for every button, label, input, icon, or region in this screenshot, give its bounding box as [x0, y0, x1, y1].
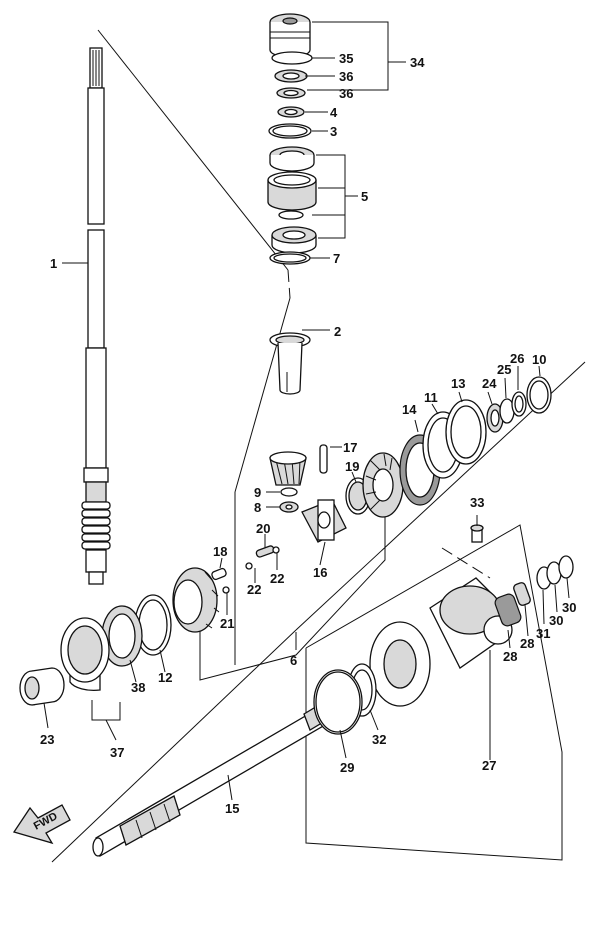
- callout-37: 37: [110, 745, 124, 760]
- callout-29: 29: [340, 760, 354, 775]
- fwd-arrow-icon: FWD: [12, 804, 71, 845]
- bearing-38: [101, 605, 143, 667]
- bevel-gear-forward: [362, 452, 404, 518]
- callout-36b: 36: [339, 86, 353, 101]
- callout-26: 26: [510, 351, 524, 366]
- callout-13: 13: [451, 376, 465, 391]
- callout-28a: 28: [503, 649, 517, 664]
- bolt-33: [470, 524, 484, 543]
- callout-5: 5: [361, 189, 368, 204]
- callout-18: 18: [213, 544, 227, 559]
- callout-12: 12: [158, 670, 172, 685]
- callout-35: 35: [339, 51, 353, 66]
- shaft-spring-coils: [81, 501, 111, 550]
- callout-numbers: 1 2 3 4 5 6 7 8 9 10 11 12 13 14 15 16 1…: [40, 51, 576, 816]
- callout-10: 10: [532, 352, 546, 367]
- callout-27: 27: [482, 758, 496, 773]
- callout-28b: 28: [520, 636, 534, 651]
- callout-23: 23: [40, 732, 54, 747]
- callout-21: 21: [220, 616, 234, 631]
- callout-11: 11: [424, 390, 438, 405]
- callout-31: 31: [536, 626, 550, 641]
- callout-16: 16: [313, 565, 327, 580]
- callout-1: 1: [50, 256, 57, 271]
- pinion-gear: [269, 451, 307, 486]
- callout-32: 32: [372, 732, 386, 747]
- callout-33: 33: [470, 495, 484, 510]
- housing-37: [60, 617, 110, 692]
- washers-8-9: [279, 487, 299, 513]
- pin-17: [319, 444, 328, 474]
- callout-24: 24: [482, 376, 497, 391]
- frame-lines: [51, 29, 586, 863]
- leader-lines: [43, 21, 570, 801]
- callout-30a: 30: [549, 613, 563, 628]
- callout-2: 2: [334, 324, 341, 339]
- callout-38: 38: [131, 680, 145, 695]
- callout-8: 8: [254, 500, 261, 515]
- callout-22a: 22: [247, 582, 261, 597]
- callout-4: 4: [330, 105, 338, 120]
- seals-24-25-26: [486, 391, 527, 433]
- callout-15: 15: [225, 801, 239, 816]
- pins-18-20-22: [211, 545, 280, 594]
- callout-7: 7: [333, 251, 340, 266]
- callout-14: 14: [402, 402, 417, 417]
- callout-20: 20: [256, 521, 270, 536]
- clutch-dog: [301, 499, 347, 543]
- callout-9: 9: [254, 485, 261, 500]
- o-ring-29: [313, 669, 363, 735]
- bearing-carrier-27: [369, 555, 574, 707]
- callout-19: 19: [345, 459, 359, 474]
- upper-bearing-stack: [267, 13, 317, 395]
- reverse-gear: [172, 567, 220, 633]
- callout-22b: 22: [270, 571, 284, 586]
- callout-3: 3: [330, 124, 337, 139]
- propeller-shaft: [92, 695, 341, 858]
- drive-shaft: [81, 47, 111, 585]
- callout-30b: 30: [562, 600, 576, 615]
- callout-6: 6: [290, 653, 297, 668]
- callout-25: 25: [497, 362, 511, 377]
- callout-34: 34: [410, 55, 425, 70]
- callout-36a: 36: [339, 69, 353, 84]
- ring-10: [526, 376, 552, 414]
- callout-17: 17: [343, 440, 357, 455]
- bushing-23: [19, 667, 65, 706]
- shim-13: [445, 399, 487, 465]
